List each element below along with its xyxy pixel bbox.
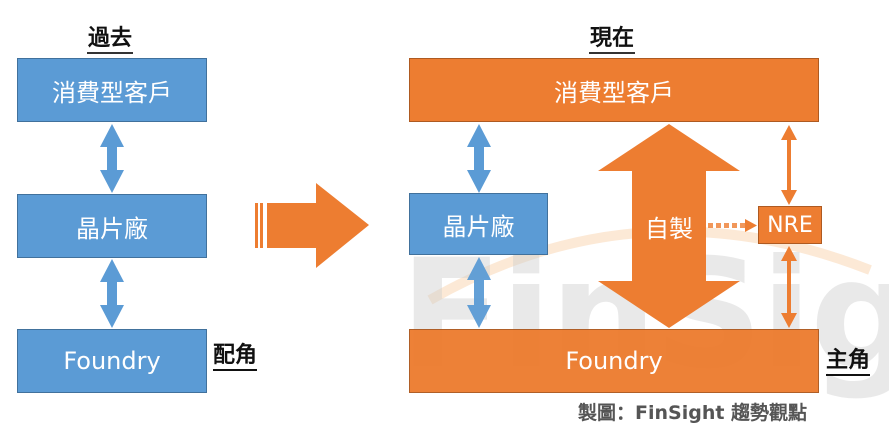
dotted-arrow-icon bbox=[708, 219, 757, 232]
big-double-arrow-icon bbox=[598, 124, 740, 328]
present-chipmaker-box: 晶片廠 bbox=[409, 193, 548, 255]
double-arrow-icon bbox=[100, 124, 124, 193]
thin-double-arrow-icon bbox=[781, 246, 797, 328]
present-consumer-box: 消費型客戶 bbox=[409, 58, 819, 122]
self-made-label: 自製 bbox=[645, 214, 693, 243]
double-arrow-icon bbox=[467, 257, 491, 328]
present-title: 現在 bbox=[589, 26, 636, 54]
present-foundry-box: Foundry bbox=[409, 329, 819, 393]
past-chipmaker-box: 晶片廠 bbox=[17, 194, 207, 258]
credit-text: 製圖：FinSight 趨勢觀點 bbox=[578, 402, 808, 424]
present-nre-box: NRE bbox=[758, 206, 822, 244]
double-arrow-icon bbox=[467, 124, 491, 193]
thin-double-arrow-icon bbox=[781, 125, 797, 205]
past-foundry-box: Foundry bbox=[17, 329, 207, 393]
past-consumer-box: 消費型客戶 bbox=[17, 58, 207, 122]
arrow-right-icon bbox=[255, 183, 369, 268]
present-role-label: 主角 bbox=[826, 348, 871, 376]
double-arrow-icon bbox=[100, 259, 124, 328]
past-role-label: 配角 bbox=[213, 343, 258, 371]
past-title: 過去 bbox=[87, 26, 134, 54]
